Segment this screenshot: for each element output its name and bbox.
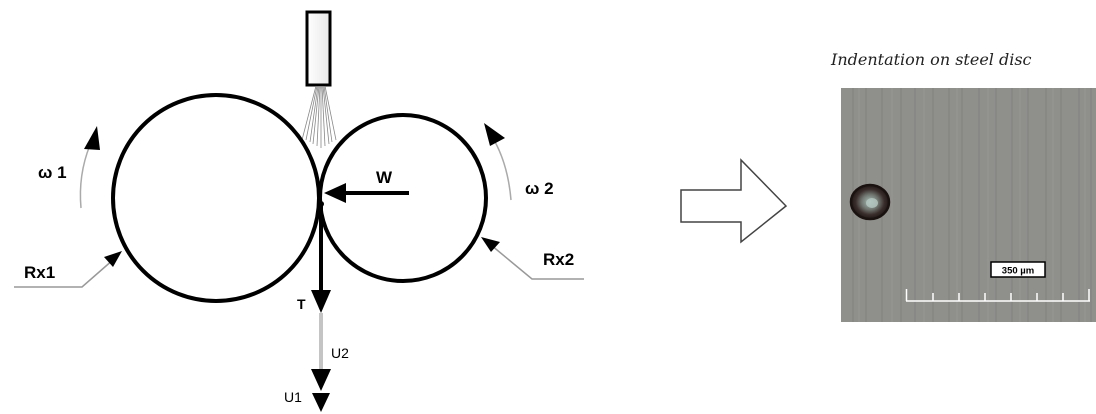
scale-bar-label: 350 µm: [990, 261, 1046, 278]
lubricant-spray: [301, 85, 337, 148]
rx2-leader: [481, 237, 584, 280]
traction-label: T: [297, 296, 306, 312]
scale-label-text: 350 µm: [1002, 266, 1034, 277]
normal-load-arrow: [324, 183, 409, 203]
u2-label: U2: [331, 345, 349, 361]
omega2-label: ω 2: [525, 179, 554, 198]
rotation-arrow-2: [484, 123, 512, 201]
lubricant-nozzle: [305, 10, 332, 87]
indentation-pit: [849, 183, 891, 221]
load-label: W: [376, 168, 393, 187]
rotation-arrow-1: [79, 126, 100, 209]
rx1-label: Rx1: [24, 263, 55, 282]
scale-bar: [905, 289, 1090, 302]
u1-label: U1: [284, 389, 302, 405]
rx1-leader: [14, 251, 122, 288]
traction-arrow: [311, 204, 331, 313]
micrograph-caption: Indentation on steel disc: [830, 50, 1032, 69]
disc-2: [318, 113, 488, 283]
velocity-u1-arrow: [312, 393, 330, 412]
disc-1: [111, 93, 321, 303]
rx2-label: Rx2: [543, 250, 574, 269]
omega1-label: ω 1: [38, 163, 67, 182]
velocity-u2-arrow: [311, 313, 331, 391]
block-arrow: [680, 158, 788, 244]
